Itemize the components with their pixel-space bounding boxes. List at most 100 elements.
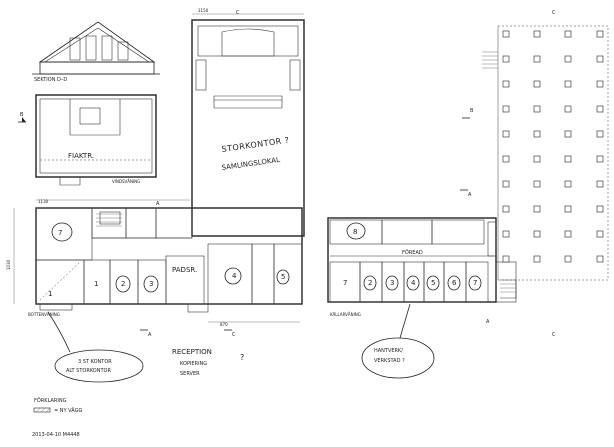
date-code: 2013-04-10 M4448	[32, 432, 80, 438]
column	[596, 255, 604, 263]
column	[502, 205, 510, 213]
room-2-left: 2	[121, 280, 125, 288]
marker-b-right: B	[470, 108, 474, 114]
column	[564, 130, 572, 138]
reception-line2: KOPIERING	[180, 361, 207, 367]
basement-plan	[327, 217, 517, 303]
room-6-right-circle	[447, 275, 461, 291]
stairs-left	[96, 213, 122, 227]
room-2-right-circle	[363, 275, 377, 291]
note-bubble-kontor	[47, 311, 144, 383]
hantverk-line1: HANTVERK/	[374, 348, 403, 354]
section-d-d	[32, 21, 160, 75]
column	[533, 205, 541, 213]
column-grid-plan	[497, 25, 609, 281]
kallarvaning-label: KÄLLARVÅNING	[330, 312, 361, 317]
room-8-circle	[346, 222, 366, 240]
column	[502, 80, 510, 88]
stairs-right-top	[482, 51, 498, 69]
column-grid	[502, 30, 604, 263]
foread-label: FÖREAD	[402, 249, 423, 256]
room-3-circle	[143, 275, 159, 293]
marker-a-left-top: A	[156, 201, 160, 207]
column	[533, 30, 541, 38]
reception-line3: SERVER	[180, 371, 200, 377]
column	[596, 130, 604, 138]
column	[502, 105, 510, 113]
samlingslokal-label: SAMLINGSLOKAL	[221, 156, 280, 172]
column	[596, 230, 604, 238]
column	[502, 180, 510, 188]
room-5-right-circle	[426, 275, 440, 291]
marker-c-top-left: C	[236, 10, 240, 16]
column	[533, 55, 541, 63]
column	[596, 30, 604, 38]
note-bubble-hantverk	[361, 303, 435, 379]
room-5-left: 5	[281, 273, 285, 281]
note-kontor-line2: ALT STORKONTOR	[66, 368, 111, 374]
room-4-left: 4	[232, 272, 237, 280]
section-label: SEKTION D–D	[34, 77, 67, 83]
column	[596, 105, 604, 113]
room-5-circle	[276, 269, 290, 285]
room-1-left: 1	[94, 280, 98, 288]
room-4-right: 4	[411, 279, 416, 287]
column	[596, 55, 604, 63]
column	[564, 255, 572, 263]
room-7-right-a: 7	[343, 279, 347, 287]
room-7-right-b: 7	[473, 279, 477, 287]
fiaktr-label: FIAKTR.	[68, 152, 94, 160]
bottenvaning-label: BOTTENVÅNING	[28, 312, 60, 317]
room-4-right-circle	[406, 275, 420, 291]
room-6-right: 6	[452, 279, 457, 287]
column	[564, 80, 572, 88]
marker-c-top-right: C	[552, 10, 556, 16]
column	[502, 130, 510, 138]
ground-floor-plan	[35, 19, 305, 313]
marker-a-right-bottom: A	[486, 319, 490, 325]
marker-c-bottom-left: C	[232, 332, 236, 338]
section-marker-b-left	[18, 117, 26, 123]
column	[533, 230, 541, 238]
note-kontor-line1: 3 ST KONTOR	[78, 359, 112, 365]
reception-line1: RECEPTION	[172, 348, 212, 356]
dimension-bottom: 870	[220, 322, 228, 327]
column	[502, 230, 510, 238]
column	[564, 155, 572, 163]
room-7-right-circle	[468, 275, 482, 291]
room-3-right: 3	[390, 279, 394, 287]
column	[564, 30, 572, 38]
column	[533, 80, 541, 88]
marker-c-bottom-right: C	[552, 332, 556, 338]
marker-b-left: B	[20, 112, 24, 118]
column	[533, 130, 541, 138]
room-3-left: 3	[149, 280, 153, 288]
marker-a-right-top: A	[468, 192, 472, 198]
column	[564, 180, 572, 188]
column	[564, 105, 572, 113]
dimension-left-side: 1030	[6, 259, 11, 270]
legend-text: = NY VÄGG	[54, 407, 82, 414]
storkontor-label: STORKONTOR ?	[221, 136, 290, 154]
padsr-label: PADSR.	[172, 266, 197, 274]
room-4-circle	[224, 267, 242, 285]
column	[564, 230, 572, 238]
column	[502, 155, 510, 163]
column	[564, 55, 572, 63]
column	[596, 155, 604, 163]
upper-floor-plan	[35, 94, 157, 186]
room-5-right: 5	[431, 279, 435, 287]
column	[564, 205, 572, 213]
dimension-top-left: 1130	[38, 199, 49, 204]
vindsvaning-label: VINDSVÅNING	[112, 179, 140, 184]
reception-question: ?	[240, 353, 245, 362]
room-2-right: 2	[368, 279, 372, 287]
column	[596, 205, 604, 213]
column	[533, 105, 541, 113]
column	[533, 180, 541, 188]
dimension-top-mid: 1150	[198, 8, 209, 13]
room-2-circle	[115, 275, 131, 293]
legend-new-wall-symbol	[33, 407, 51, 413]
column	[533, 155, 541, 163]
